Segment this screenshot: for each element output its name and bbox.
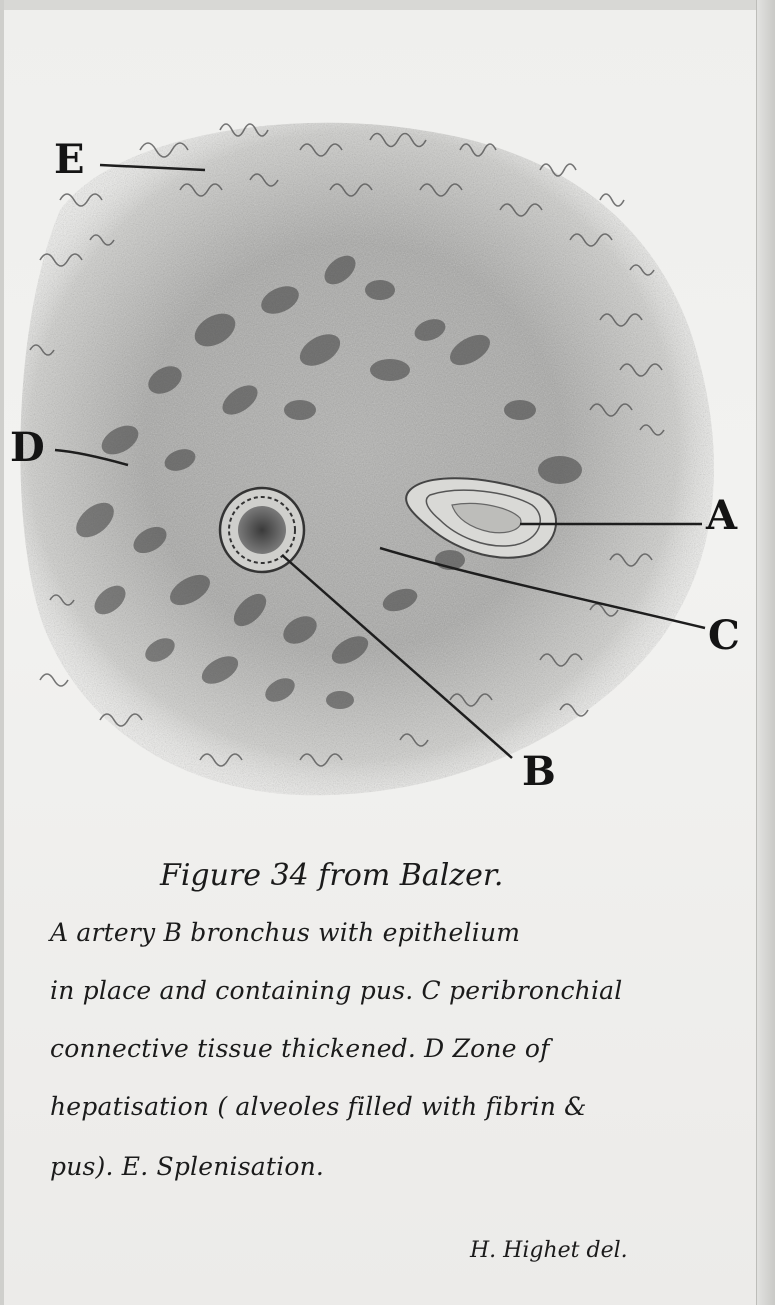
label-E: E <box>54 140 85 180</box>
tissue-section <box>0 100 775 820</box>
bronchus <box>220 488 304 572</box>
label-D: D <box>10 428 45 468</box>
label-B: B <box>522 752 556 792</box>
label-A: A <box>706 496 737 536</box>
label-C: C <box>708 616 740 656</box>
